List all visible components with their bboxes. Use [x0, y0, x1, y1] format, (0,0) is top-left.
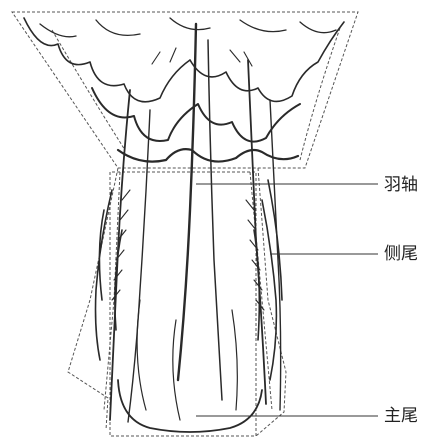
dashed-guide-lines: [12, 12, 358, 436]
main-tail-inner: [137, 300, 237, 420]
curtain-shaft: [178, 24, 196, 380]
side-tail-right: [254, 180, 282, 380]
upper-fan-inner: [40, 18, 336, 37]
leader-lines: [196, 184, 378, 416]
main-tail-bottom: [118, 380, 262, 432]
label-main-tail: 主尾: [384, 408, 418, 425]
curtain-shaft-2: [208, 40, 222, 400]
inner-rect-guide: [104, 172, 272, 410]
label-feather-shaft: 羽轴: [384, 177, 418, 194]
curtain-right: [248, 60, 266, 404]
upper-trapezoid-guide: [12, 12, 358, 168]
label-side-tail: 侧尾: [384, 246, 418, 263]
feather-sketch: [24, 18, 344, 432]
mid-fan-scallops: [92, 88, 300, 142]
center-rect-guide: [110, 172, 256, 436]
upper-fan-scallops: [24, 18, 344, 102]
low-fan-scallops: [118, 149, 298, 162]
barb-hatches: [112, 48, 264, 310]
